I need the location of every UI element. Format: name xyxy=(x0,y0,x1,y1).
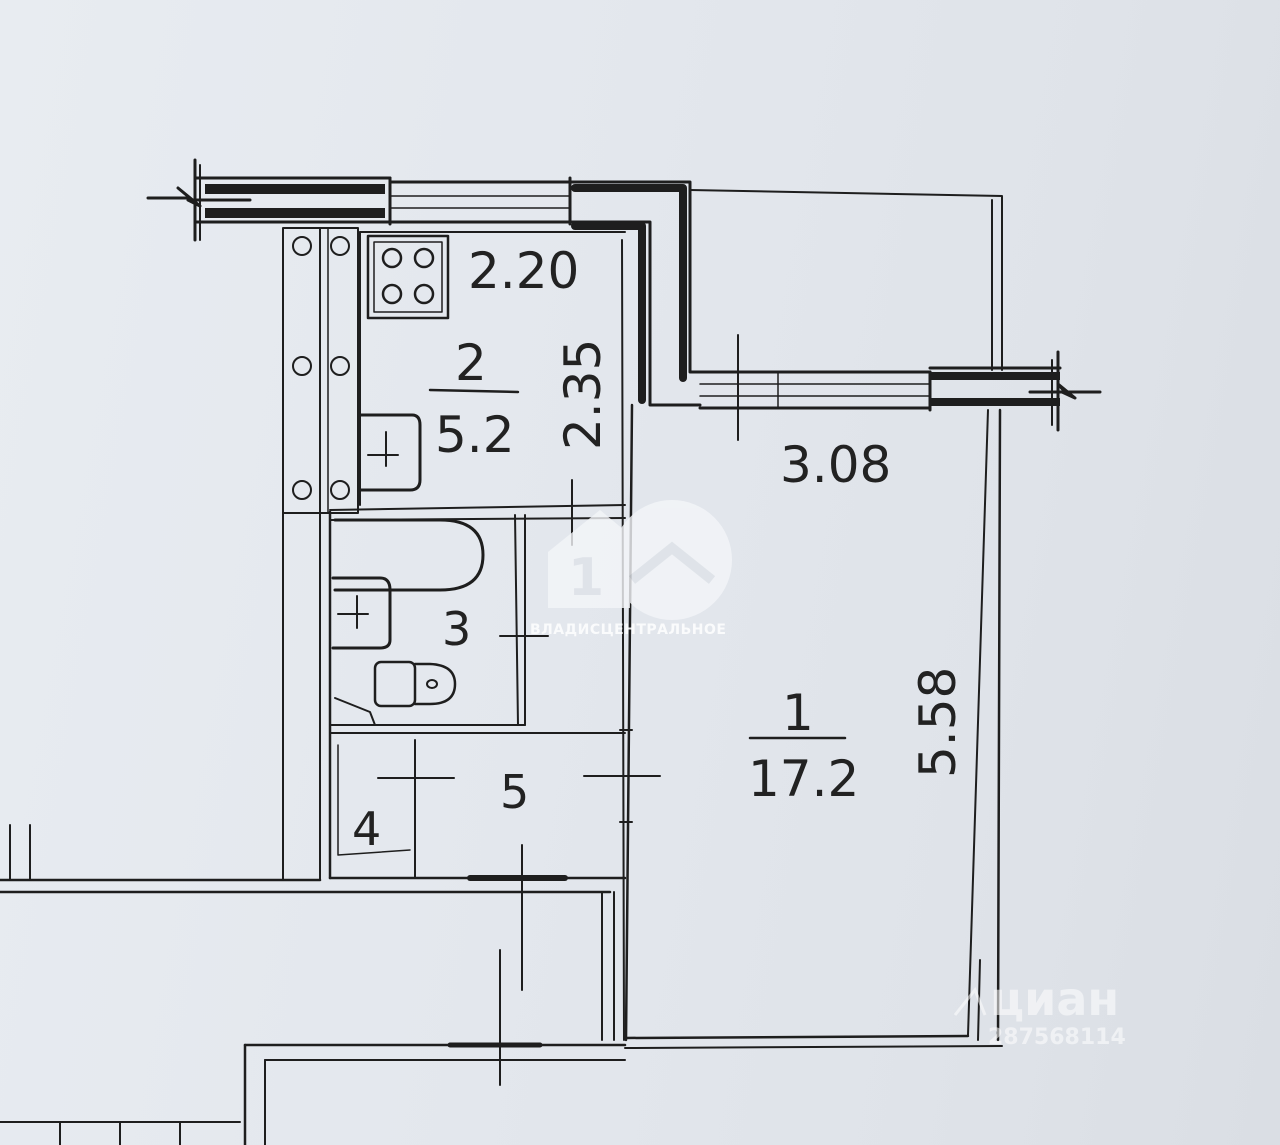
room-number-label: 1 xyxy=(782,684,814,742)
room-length-label: 5.58 xyxy=(909,667,967,778)
bathtub-icon xyxy=(333,518,485,592)
closet-outline xyxy=(337,744,411,856)
neighbour-walls xyxy=(9,512,321,881)
room-area-label: 17.2 xyxy=(748,750,859,808)
room-bottom-wall xyxy=(623,1034,1003,1049)
kitchen-length-label: 2.35 xyxy=(554,339,612,450)
kitchen-area-label: 5.2 xyxy=(435,406,515,464)
toilet-icon xyxy=(334,660,457,726)
bathroom-number-label: 3 xyxy=(442,602,471,656)
listing-id-watermark: 287568114 xyxy=(988,1025,1126,1050)
bathroom-sink-icon xyxy=(331,576,392,650)
exterior-wall-balcony xyxy=(568,180,1102,432)
kitchen-number-label: 2 xyxy=(455,334,487,392)
kitchen-sink-icon xyxy=(358,413,422,492)
hall-number-label: 5 xyxy=(500,765,529,819)
site-watermark: циан 287568114 xyxy=(953,972,1126,1050)
hall-bottom-walls xyxy=(0,875,627,1041)
kitchen-width-label: 2.20 xyxy=(468,242,579,300)
exterior-wall-top-left xyxy=(146,158,392,242)
closet-number-label: 4 xyxy=(352,802,381,856)
agency-watermark-logo: 1 xyxy=(548,500,732,620)
room-right-wall xyxy=(967,408,1002,1042)
bathroom-walls xyxy=(328,510,626,880)
ventilation-shaft xyxy=(282,227,359,514)
room-window xyxy=(698,334,932,441)
stove-icon xyxy=(366,234,450,320)
site-watermark-name: циан xyxy=(990,972,1119,1026)
door-ticks xyxy=(377,635,661,1086)
lower-walls xyxy=(0,1042,627,1145)
partition-wall xyxy=(619,239,634,1042)
room-width-label: 3.08 xyxy=(780,436,891,494)
balcony-outline xyxy=(689,189,1003,371)
agency-watermark-text: ВЛАДИСЦЕНТРАЛЬНОЕ xyxy=(530,622,727,638)
svg-text:1: 1 xyxy=(568,548,604,608)
kitchen-window xyxy=(388,176,572,226)
kitchen-fraction-line xyxy=(428,388,520,394)
